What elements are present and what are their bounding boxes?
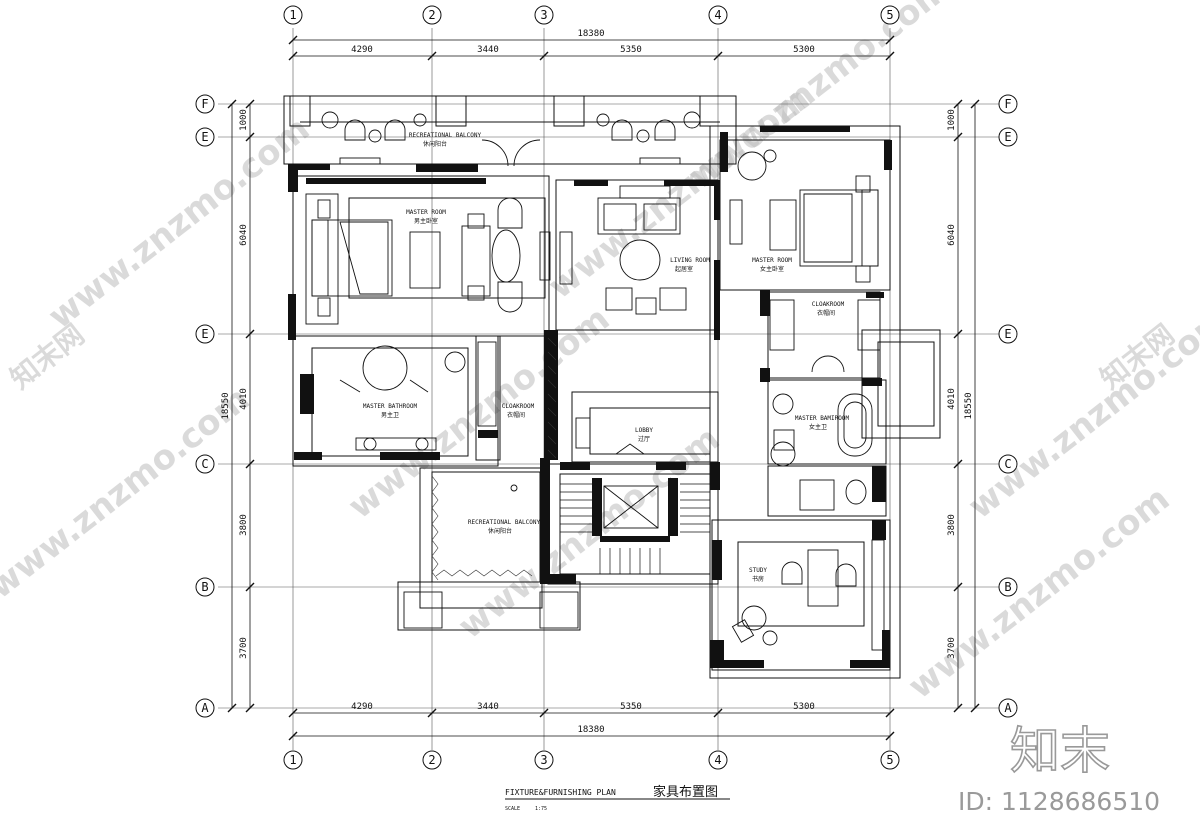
room-label-en: CLOAKROOM	[502, 403, 535, 410]
logo-mark: 知末	[1010, 722, 1110, 780]
dim-bottom-total: 18380	[577, 725, 604, 735]
room-label-cn: 女主卫	[809, 423, 827, 431]
dim-top-4: 5300	[793, 45, 815, 55]
axis-col-5: 5	[886, 753, 893, 767]
dim-bottom-4: 5300	[793, 702, 815, 712]
room-label-en: RECREATIONAL BALCONY	[409, 132, 482, 139]
dim-left-2: 6040	[239, 224, 249, 246]
dim-right-total: 18550	[964, 392, 974, 419]
scale-label: SCALE	[505, 806, 520, 812]
watermark-brand: 知末网	[4, 318, 91, 396]
room-label-en: RECREATIONAL BALCONY	[468, 519, 541, 526]
axis-row-E: E	[1004, 327, 1011, 341]
dim-left-total: 18550	[221, 392, 231, 419]
dim-left-5: 3700	[239, 637, 249, 659]
room-label-cn: 衣帽间	[817, 309, 835, 317]
axis-row-A: A	[1004, 701, 1012, 715]
axis-col-3: 3	[540, 8, 547, 22]
axis-col-1: 1	[289, 753, 296, 767]
room-label-cn: 起居室	[675, 265, 693, 273]
dim-left-1: 1000	[239, 109, 249, 131]
dim-bottom-1: 4290	[351, 702, 373, 712]
furniture	[305, 111, 885, 651]
scale-value: 1:75	[535, 806, 547, 812]
room-labels: RECREATIONAL BALCONY 休闲阳台 MASTER ROOM 男主…	[363, 132, 850, 583]
room-label-en: MASTER ROOM	[752, 257, 792, 264]
axis-row-C: C	[201, 457, 208, 471]
axis-row-E: E	[201, 130, 208, 144]
room-label-cn: 衣帽间	[507, 411, 525, 419]
brand-logo: 知末 ID: 1128686510	[958, 721, 1160, 816]
room-label-cn: 过厅	[638, 435, 650, 443]
axis-col-3: 3	[540, 753, 547, 767]
axis-row-F: F	[1004, 97, 1011, 111]
axis-col-1: 1	[289, 8, 296, 22]
dim-left-3: 4010	[239, 388, 249, 410]
axis-row-C: C	[1004, 457, 1011, 471]
dim-right-5: 3700	[947, 637, 957, 659]
room-label-en: LOBBY	[635, 427, 653, 434]
axis-col-4: 4	[714, 753, 721, 767]
walls	[288, 126, 892, 668]
room-label-cn: 休闲阳台	[488, 527, 512, 535]
dimension-ticks	[227, 35, 980, 741]
watermark-site: www.znzmo.com	[901, 479, 1177, 707]
watermark-site: www.znzmo.com	[0, 379, 257, 607]
axis-row-F: F	[201, 97, 208, 111]
watermark-layer: www.znzmo.com www.znzmo.com 知末网 www.znzm…	[0, 0, 1200, 707]
room-label-cn: 男主卫	[381, 411, 399, 419]
room-label-cn: 女主卧室	[760, 265, 784, 273]
axis-row-E: E	[1004, 130, 1011, 144]
dim-top-1: 4290	[351, 45, 373, 55]
drawing-title-en: FIXTURE&FURNISHING PLAN	[505, 788, 616, 797]
dim-right-3: 4010	[947, 388, 957, 410]
title-block: FIXTURE&FURNISHING PLAN 家具布置图 SCALE 1:75	[505, 784, 730, 812]
dim-top-total: 18380	[577, 29, 604, 39]
dim-right-4: 3800	[947, 514, 957, 536]
axis-col-2: 2	[428, 8, 435, 22]
dim-bottom-3: 5350	[620, 702, 642, 712]
axis-row-A: A	[201, 701, 209, 715]
watermark-site: www.znzmo.com	[41, 109, 317, 337]
room-label-en: STUDY	[749, 567, 767, 574]
axis-col-5: 5	[886, 8, 893, 22]
dim-top-2: 3440	[477, 45, 499, 55]
drawing-title-cn: 家具布置图	[653, 784, 718, 800]
room-label-cn: 书房	[752, 575, 764, 583]
axis-row-E: E	[201, 327, 208, 341]
axis-col-2: 2	[428, 753, 435, 767]
dim-right-2: 6040	[947, 224, 957, 246]
room-label-en: CLOAKROOM	[812, 301, 845, 308]
axis-row-B: B	[201, 580, 208, 594]
axis-bubbles	[195, 5, 1018, 770]
room-label-en: LIVING ROOM	[670, 257, 710, 264]
dim-bottom-2: 3440	[477, 702, 499, 712]
dim-right-1: 1000	[947, 109, 957, 131]
room-label-en: MASTER ROOM	[406, 209, 446, 216]
axis-col-4: 4	[714, 8, 721, 22]
dimension-lines	[231, 39, 976, 737]
room-label-cn: 男主卧室	[414, 217, 438, 225]
room-label-en: MASTER BAMIROOM	[795, 415, 850, 422]
image-id: ID: 1128686510	[958, 787, 1160, 816]
planting-hatch	[431, 337, 557, 581]
axis-row-B: B	[1004, 580, 1011, 594]
room-label-cn: 休闲阳台	[423, 140, 447, 148]
axis-labels: 1 2 3 4 5 1 2 3 4 5 F E E C B A F E E C …	[201, 8, 1012, 767]
dim-top-3: 5350	[620, 45, 642, 55]
dimension-texts: 4290 3440 5350 5300 18380 4290 3440 5350…	[221, 29, 974, 735]
room-label-en: MASTER BATHROOM	[363, 403, 418, 410]
dim-left-4: 3800	[239, 514, 249, 536]
